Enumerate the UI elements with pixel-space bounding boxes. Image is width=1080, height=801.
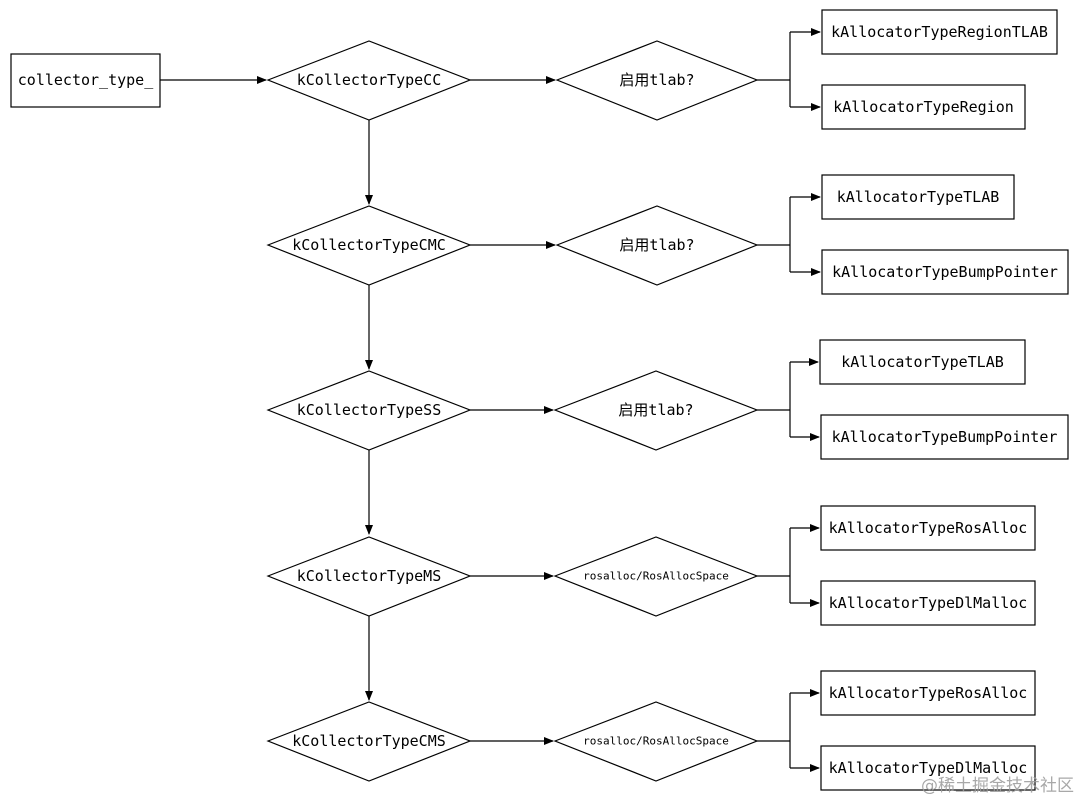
- decision-label: 启用tlab?: [619, 71, 694, 89]
- collector-label: kCollectorTypeCC: [297, 71, 442, 89]
- allocator-yes-label: kAllocatorTypeTLAB: [837, 188, 1000, 206]
- allocator-no-label: kAllocatorTypeBumpPointer: [832, 428, 1058, 446]
- allocator-no-box: [820, 580, 1036, 626]
- allocator-yes-label: kAllocatorTypeRegionTLAB: [831, 23, 1048, 41]
- watermark-text: @稀土掘金技术社区: [921, 776, 1074, 796]
- decision-label: 启用tlab?: [619, 236, 694, 254]
- collector-row-cmc: kCollectorTypeCMC 启用tlab? kAllocatorType…: [266, 174, 1069, 295]
- allocator-yes-box: [820, 670, 1036, 716]
- collector-label: kCollectorTypeCMC: [292, 236, 446, 254]
- collector-row-cms: kCollectorTypeCMS rosalloc/RosAllocSpace…: [266, 670, 1036, 791]
- root-label: collector_type_: [18, 71, 154, 89]
- allocator-yes-box: [820, 505, 1036, 551]
- collector-row-ms: kCollectorTypeMS rosalloc/RosAllocSpace …: [266, 505, 1036, 626]
- allocator-no-box: [820, 414, 1069, 460]
- allocator-yes-box: [819, 339, 1026, 385]
- root-node: collector_type_: [10, 53, 161, 108]
- allocator-yes-label: kAllocatorTypeRosAlloc: [829, 519, 1028, 537]
- allocator-no-label: kAllocatorTypeRegion: [833, 98, 1014, 116]
- allocator-yes-label: kAllocatorTypeRosAlloc: [829, 684, 1028, 702]
- collector-row-ss: kCollectorTypeSS 启用tlab? kAllocatorTypeT…: [266, 339, 1069, 460]
- allocator-yes-box: [821, 9, 1058, 55]
- allocator-no-box: [821, 84, 1026, 130]
- allocator-yes-box: [821, 174, 1015, 220]
- allocator-no-box: [820, 745, 1036, 791]
- allocator-yes-label: kAllocatorTypeTLAB: [841, 353, 1004, 371]
- collector-row-cc: kCollectorTypeCC 启用tlab? kAllocatorTypeR…: [266, 9, 1058, 130]
- allocator-no-label: kAllocatorTypeBumpPointer: [832, 263, 1058, 281]
- allocator-no-label: kAllocatorTypeDlMalloc: [829, 759, 1028, 777]
- collector-label: kCollectorTypeCMS: [292, 732, 446, 750]
- decision-label: rosalloc/RosAllocSpace: [583, 735, 729, 748]
- allocator-no-label: kAllocatorTypeDlMalloc: [829, 594, 1028, 612]
- decision-label: rosalloc/RosAllocSpace: [583, 570, 729, 583]
- collector-label: kCollectorTypeMS: [297, 567, 442, 585]
- decision-label: 启用tlab?: [618, 401, 693, 419]
- allocator-no-box: [821, 249, 1069, 295]
- collector-label: kCollectorTypeSS: [297, 401, 442, 419]
